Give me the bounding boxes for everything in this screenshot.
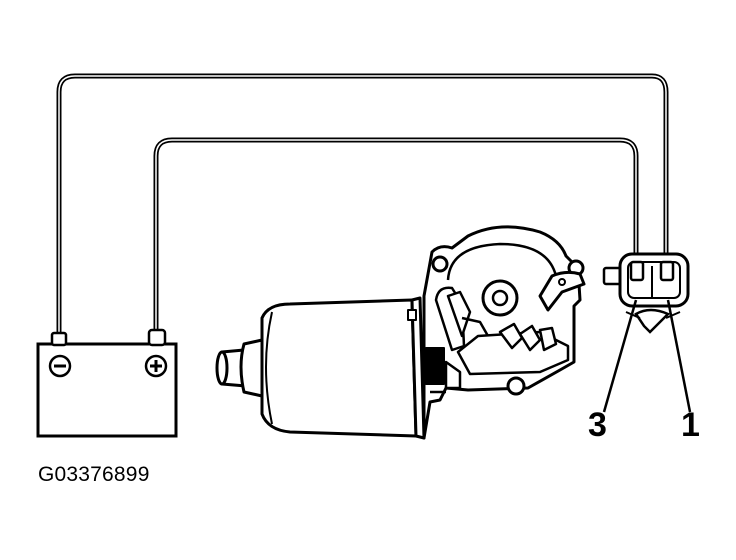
terminal-1-label: 1 xyxy=(681,406,700,444)
motor-housing xyxy=(260,298,418,438)
leader-line-terminal-1 xyxy=(666,299,692,413)
wiper-motor-connector xyxy=(618,252,690,334)
battery-negative-terminal-icon xyxy=(48,354,72,378)
motor-terminal-block xyxy=(425,347,445,385)
leader-line-terminal-3 xyxy=(602,299,638,413)
battery xyxy=(36,328,178,438)
battery-positive-terminal-icon xyxy=(144,354,168,378)
figure-id-label: G03376899 xyxy=(38,463,150,486)
wiper-motor xyxy=(215,225,626,440)
mounting-hole-bottom xyxy=(506,376,526,396)
connector-latch xyxy=(634,308,671,334)
mounting-hole-top-left xyxy=(431,255,449,273)
terminal-3-label: 3 xyxy=(588,406,607,444)
crank-arm xyxy=(538,270,586,312)
connector-pin-3 xyxy=(629,260,645,282)
connector-pin-1 xyxy=(659,260,675,282)
